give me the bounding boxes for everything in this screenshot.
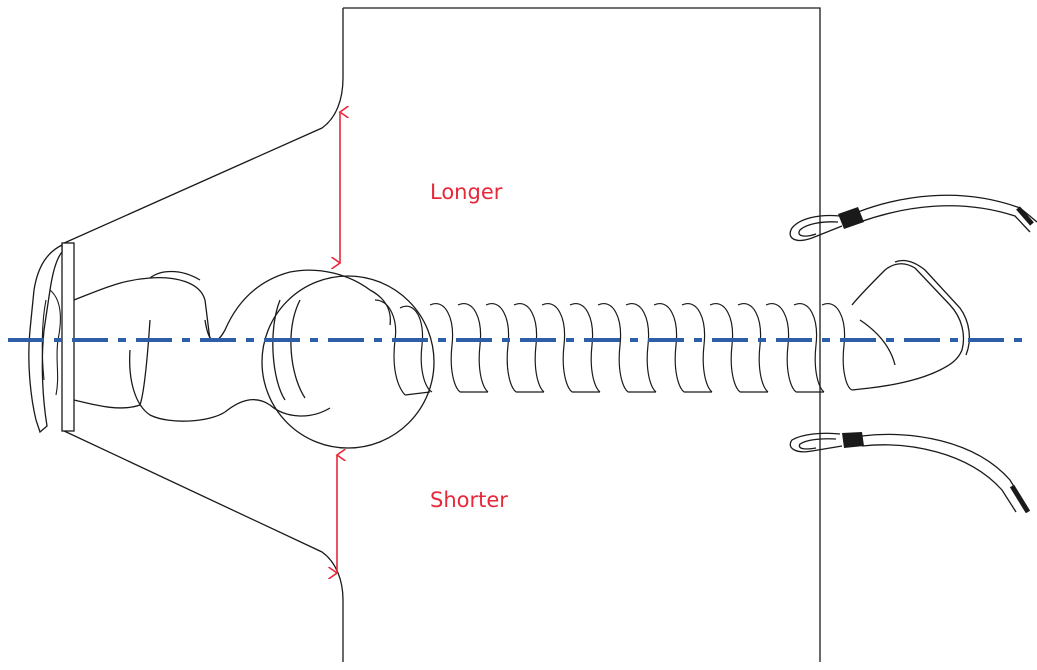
longer-label: Longer <box>430 180 503 204</box>
tube-end-cap <box>851 259 971 391</box>
lower-cable-sleeve <box>842 432 864 448</box>
mount-plate <box>28 242 75 434</box>
lower-cable <box>789 432 1031 514</box>
shorter-label: Shorter <box>430 488 508 512</box>
upper-cable-sleeve <box>838 207 864 229</box>
upper-cable <box>789 194 1037 242</box>
corrugated-tube <box>374 299 853 396</box>
panel-outline <box>61 7 821 662</box>
knot-circle <box>261 275 435 449</box>
folded-tube <box>73 269 391 422</box>
